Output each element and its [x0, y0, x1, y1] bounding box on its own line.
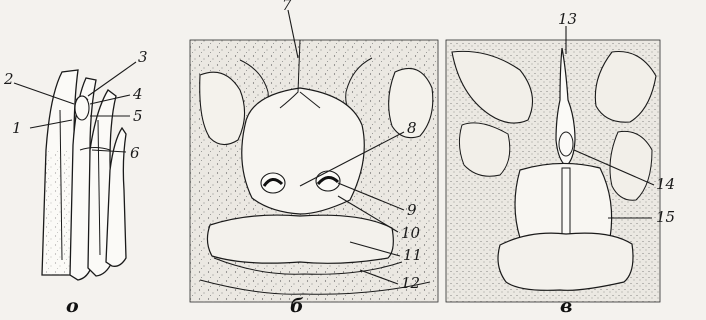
label-6: 6: [130, 144, 140, 162]
label-13: 13: [558, 10, 577, 28]
caption-panel-a: о: [66, 295, 79, 317]
label-2: 2: [3, 70, 14, 88]
label-11: 11: [403, 246, 422, 264]
panel-b-lower-band: [207, 215, 393, 263]
label-4: 4: [132, 85, 143, 103]
caption-panel-c: в: [560, 295, 572, 317]
panel-a: 2 1 3 4 5 6 о: [3, 48, 148, 317]
label-7: 7: [282, 0, 292, 14]
label-1: 1: [12, 119, 22, 137]
panel-c: 13 14 15 в: [446, 10, 675, 317]
panel-b-central-plate: [242, 88, 365, 214]
label-12: 12: [401, 274, 420, 292]
panel-c-lower-plate: [498, 233, 633, 290]
label-5: 5: [133, 107, 143, 125]
panel-a-ring: [75, 96, 89, 120]
label-15: 15: [656, 208, 675, 226]
caption-panel-b: б: [290, 295, 304, 317]
label-9: 9: [407, 201, 417, 219]
label-3: 3: [138, 48, 148, 66]
label-14: 14: [656, 175, 675, 193]
panel-c-lobe-left: [459, 123, 509, 176]
label-8: 8: [407, 119, 417, 137]
panel-b: 7 8 9 10 11 12 б: [190, 0, 438, 317]
label-10: 10: [401, 224, 421, 242]
